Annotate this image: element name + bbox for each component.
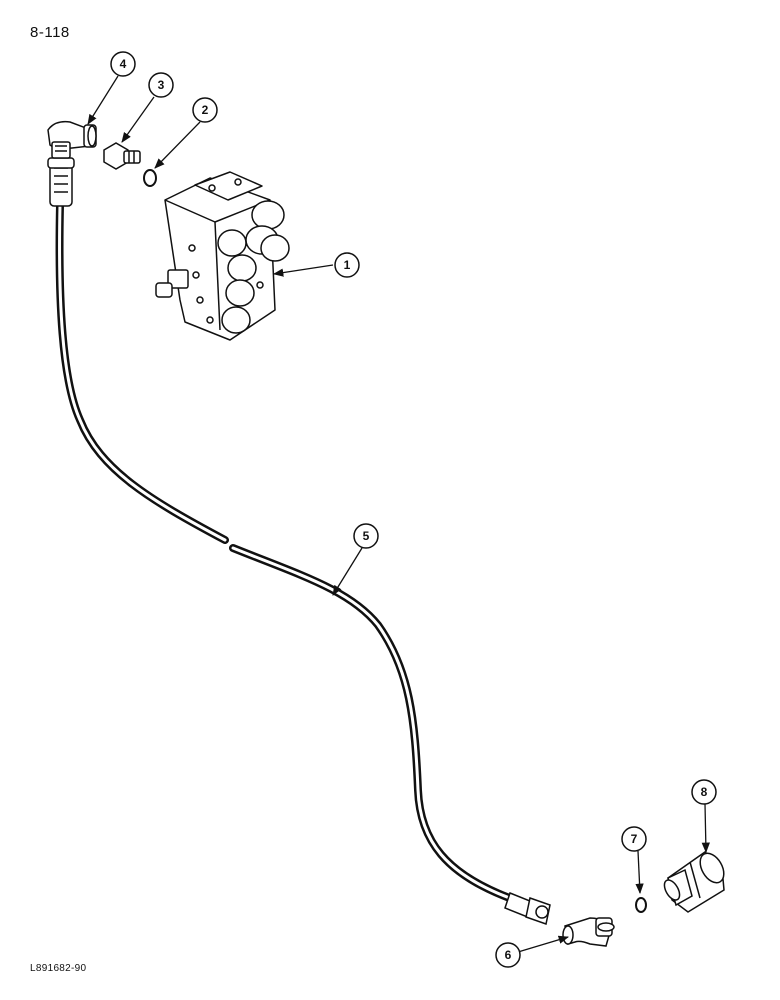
hose (55, 201, 519, 904)
leader-lines (87, 75, 710, 953)
leader-line-1 (272, 264, 334, 277)
leader-line-8 (701, 803, 710, 854)
leader-line-3 (121, 96, 155, 143)
callouts: 1 2 3 4 5 6 7 8 (110, 51, 717, 968)
callout-1-label: 1 (344, 258, 351, 272)
leader-line-2 (154, 121, 201, 169)
callout-7-label: 7 (631, 832, 638, 846)
quick-coupler (663, 851, 725, 913)
callout-4-label: 4 (120, 57, 127, 71)
hose-upper-fitting (47, 157, 75, 207)
callout-8: 8 (691, 779, 717, 805)
callout-6: 6 (495, 942, 521, 968)
callout-4: 4 (110, 51, 136, 77)
control-valve (155, 171, 290, 341)
leader-line-7 (635, 850, 644, 895)
elbow-lower (562, 917, 615, 947)
adapter (103, 142, 141, 170)
o-ring-upper (143, 169, 157, 187)
callout-1: 1 (334, 252, 360, 278)
callout-5: 5 (353, 523, 379, 549)
callout-7: 7 (621, 826, 647, 852)
callout-2-label: 2 (202, 103, 209, 117)
callout-3: 3 (148, 72, 174, 98)
callout-8-label: 8 (701, 785, 708, 799)
callout-6-label: 6 (505, 948, 512, 962)
hose-lower-fitting (504, 892, 551, 925)
o-ring-lower (635, 897, 647, 913)
callout-2: 2 (192, 97, 218, 123)
leader-line-4 (87, 75, 119, 125)
callout-5-label: 5 (363, 529, 370, 543)
page-number: 8-118 (30, 24, 70, 41)
figure-id: L891682-90 (30, 963, 87, 974)
leader-line-6 (517, 935, 569, 953)
elbow-upper (47, 120, 97, 159)
callout-3-label: 3 (158, 78, 165, 92)
leader-line-5 (332, 547, 363, 596)
